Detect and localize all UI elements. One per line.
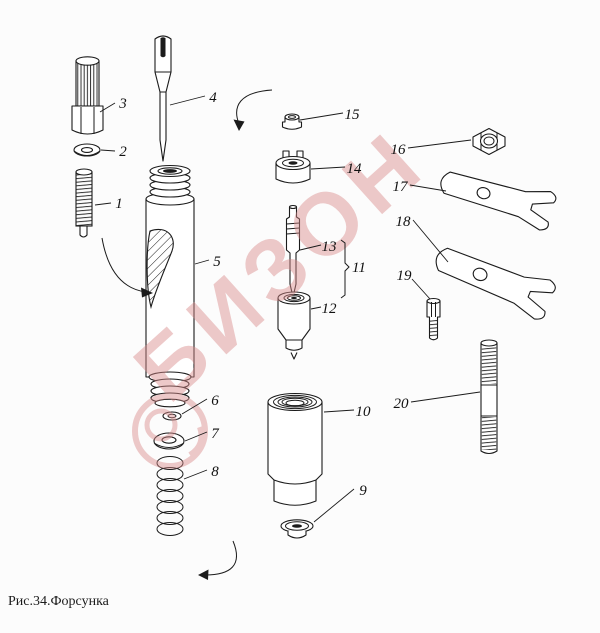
- figure-caption: Рис.34.Форсунка: [8, 594, 109, 609]
- part-9-seal-washer: [280, 519, 314, 539]
- watermark-logo-outer: [132, 393, 208, 469]
- part-label-16: 16: [391, 142, 407, 158]
- part-19-short-stud: [426, 297, 441, 341]
- part-6-small-washer: [162, 411, 182, 421]
- part-18-fork-plate: [435, 247, 556, 320]
- part-label-4: 4: [209, 90, 217, 106]
- part-1-threaded-element: [75, 168, 93, 238]
- part-label-2: 2: [119, 144, 127, 160]
- part-15-cap-nut: [281, 113, 303, 130]
- part-label-10: 10: [356, 404, 372, 420]
- part-label-15: 15: [345, 107, 361, 123]
- watermark-logo-inner: [144, 408, 178, 442]
- part-label-9: 9: [359, 483, 367, 499]
- part-label-1: 1: [115, 196, 123, 212]
- bracket-11: [340, 239, 350, 299]
- part-label-6: 6: [211, 393, 219, 409]
- part-label-8: 8: [211, 464, 219, 480]
- part-16-hex-nut: [472, 127, 506, 156]
- part-7-spring-seat: [153, 432, 185, 450]
- part-4-rod: [154, 35, 172, 162]
- part-label-20: 20: [394, 396, 410, 412]
- watermark-logo-swoosh: [188, 426, 205, 458]
- leader-lines: [94, 95, 481, 523]
- part-14-fitting: [275, 150, 311, 184]
- part-20-long-stud: [480, 339, 498, 455]
- part-label-17: 17: [393, 179, 410, 195]
- assembly-arrow-body: [101, 237, 153, 298]
- part-label-18: 18: [396, 214, 412, 230]
- part-label-7: 7: [211, 426, 220, 442]
- assembly-arrow-top: [233, 89, 273, 131]
- assembly-arrow-bottom: [198, 540, 237, 580]
- part-12-nozzle: [277, 291, 311, 360]
- part-5-injector-body: [145, 164, 195, 408]
- part-label-13: 13: [322, 239, 337, 255]
- part-label-5: 5: [213, 254, 221, 270]
- part-13-needle: [285, 204, 301, 298]
- part-3-fitting: [71, 56, 104, 135]
- part-10-retainer-body: [267, 392, 323, 506]
- part-label-11: 11: [352, 260, 366, 276]
- part-label-14: 14: [347, 161, 363, 177]
- part-8-spring: [156, 456, 184, 536]
- part-2-washer: [73, 143, 101, 157]
- part-label-3: 3: [118, 96, 127, 112]
- part-label-19: 19: [397, 268, 413, 284]
- part-17-fork-plate: [440, 171, 557, 231]
- part-label-12: 12: [322, 301, 338, 317]
